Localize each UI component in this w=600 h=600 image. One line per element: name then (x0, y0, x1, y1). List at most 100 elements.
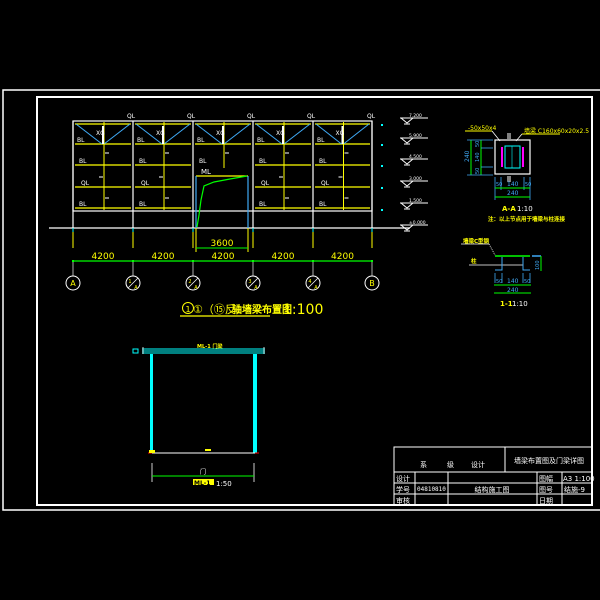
elevation-title-scale: 1:100 (283, 302, 323, 318)
tb-project-name: 结构施工图 (475, 485, 510, 494)
dim-tick (192, 260, 194, 262)
beam-label: QL (141, 180, 150, 187)
beam-label: BL (139, 158, 147, 165)
column-section (494, 139, 531, 175)
axis-label: 3 (248, 279, 251, 285)
tb-design-label: 设计 (471, 460, 485, 469)
detail-aa-dim-v-2: 140 (475, 152, 481, 162)
sag-rod-bar (341, 126, 344, 144)
beam-label: QL (307, 113, 316, 120)
dim-tick (132, 260, 134, 262)
tie-rod-brace (103, 123, 131, 145)
level-triangle (400, 117, 414, 124)
detail-aa-dim-h-total: 240 (507, 190, 519, 197)
beam-label: QL (321, 180, 330, 187)
tb-row-review: 审核 (396, 496, 410, 505)
tie-rod-brace (343, 123, 370, 145)
sag-rod-bar (162, 126, 164, 144)
beam-label: BL (77, 137, 85, 144)
tie-rod-brace (283, 123, 311, 145)
detail-11-dim-h-2: 140 (507, 278, 519, 285)
door-post-left (150, 354, 153, 453)
detail-11-dim-side: 100 (535, 260, 541, 270)
level-triangle (400, 158, 414, 165)
detail-a-a: -50x50x4 墙梁 C160x60x20x2.5 240 50 140 50… (464, 125, 589, 223)
level-mark (381, 144, 383, 146)
tb-drawing-name: 墙梁布置图及门梁详图 (514, 456, 584, 465)
level-triangle (400, 224, 414, 231)
door-beam-top-label: ML-1 门梁 (197, 343, 223, 350)
bay-dimension-label: 4200 (212, 252, 235, 262)
beam-label: QL (247, 113, 256, 120)
elevation-title-main: 轴墙梁布置图 (232, 303, 292, 316)
axis-bubble (245, 275, 261, 291)
axis-sub-label: A (254, 285, 258, 291)
door-opening: ML (195, 168, 249, 228)
axis-label: B (369, 279, 375, 288)
door-frame-title: ML-1 (194, 480, 210, 487)
detail-11-dim-h-3: 50 (524, 279, 530, 285)
bay-dimension-label: 4200 (331, 252, 354, 262)
tb-school-mid: 级 (447, 460, 454, 469)
axis-label: A (70, 279, 76, 288)
beam-label: BL (259, 201, 267, 208)
brace-label: XG (336, 130, 345, 137)
detail-11-label-mid: 柱 (471, 257, 477, 265)
axis-sub-label: A (134, 285, 138, 291)
detail-aa-title: A-A (502, 205, 516, 213)
level-label: 7.200 (409, 113, 422, 119)
title-block (393, 446, 593, 506)
detail-aa-label-right: 墙梁 C160x60x20x2.5 (524, 127, 589, 135)
dim-tick (371, 260, 373, 262)
beam-label: BL (257, 137, 265, 144)
detail-11-title: 1-1 (500, 300, 513, 308)
axis-bubble (65, 275, 81, 291)
level-label: 3.000 (409, 176, 422, 182)
door-beam-label: ML (201, 168, 211, 176)
axis-slash (307, 277, 319, 289)
axis-label: 4 (308, 279, 311, 285)
beam-label: QL (367, 113, 376, 120)
level-triangle (400, 180, 414, 187)
beam-label: QL (127, 113, 136, 120)
title-block-text: 系 级 设计 墙梁布置图及门梁详图 设计 学号 04810810 审核 结构施工… (396, 456, 595, 505)
beam-label: QL (261, 180, 270, 187)
brace-label: XG (96, 130, 105, 137)
tie-rod-brace (255, 123, 283, 145)
level-mark (381, 209, 383, 211)
detail-aa-dim-h-2: 140 (507, 181, 519, 188)
beam-label: BL (137, 137, 145, 144)
detail-aa-dim-v-1: 50 (475, 141, 481, 147)
beam-label: QL (81, 180, 90, 187)
axis-slash (127, 277, 139, 289)
detail-11-dim-h-total: 240 (507, 287, 519, 294)
brace-label: XG (216, 130, 225, 137)
door-width-label: 门 (200, 468, 206, 476)
door-frame-scale: 1:50 (216, 480, 232, 488)
door-post-right (253, 354, 257, 453)
plate-left (501, 147, 503, 167)
beam-label: BL (139, 201, 147, 208)
axis-bubble (305, 275, 321, 291)
sag-rod-bar (282, 126, 284, 144)
door-swing-line (196, 175, 248, 228)
axis-sub-label: A (194, 285, 198, 291)
c-section-steel (504, 145, 521, 169)
plate-right (522, 147, 524, 167)
axis-slash (187, 277, 199, 289)
axis-bubble (364, 275, 380, 291)
axis-bubble (125, 275, 141, 291)
tie-rod-brace (195, 123, 223, 145)
detail-aa-label-left: -50x50x4 (468, 125, 497, 132)
axis-bubble (185, 275, 201, 291)
beam-label: QL (187, 113, 196, 120)
detail-11-label-top: 墙梁C型钢 (463, 237, 490, 245)
tb-scale-value: A3 1:100 (563, 475, 595, 483)
tie-rod-brace (135, 123, 163, 145)
detail-aa-dim-h-3: 50 (525, 182, 531, 188)
beam-label: BL (319, 201, 327, 208)
detail-11-dim-h-1: 50 (496, 279, 502, 285)
beam-label: BL (319, 158, 327, 165)
level-mark (381, 165, 383, 167)
beam-label: BL (79, 158, 87, 165)
